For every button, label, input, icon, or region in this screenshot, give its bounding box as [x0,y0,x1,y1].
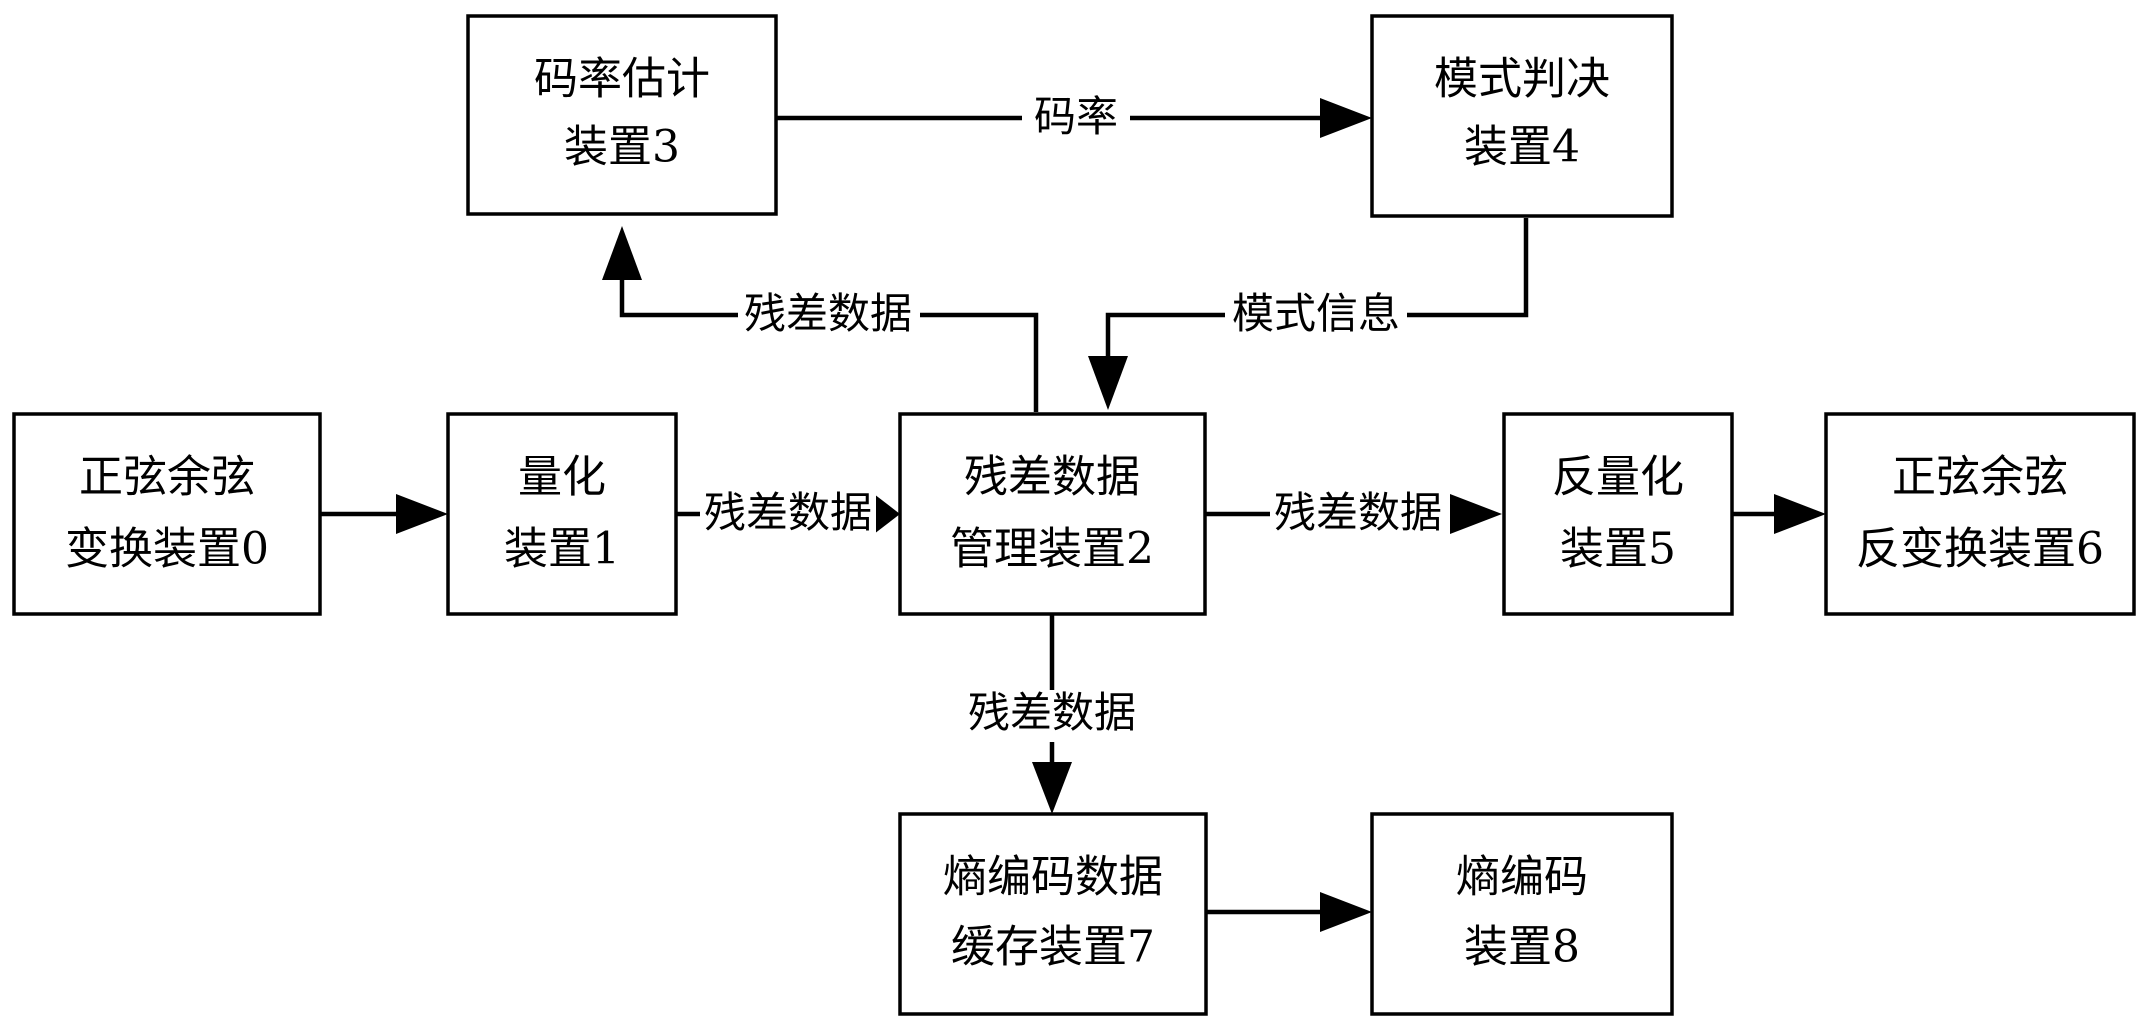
edge-label-residual-to-3: 残差数据 [744,289,912,338]
node-4-line2: 装置4 [1464,122,1580,173]
node-6-inverse-dct: 正弦余弦 反变换装置6 [1824,412,2136,616]
node-5-line2: 装置5 [1560,524,1676,575]
node-8-entropy-coding: 熵编码 装置8 [1370,812,1674,1016]
node-8-line1: 熵编码 [1456,852,1588,903]
node-4-mode-decision: 模式判决 装置4 [1370,14,1674,218]
node-1-line2: 装置1 [504,524,620,575]
node-0-line1: 正弦余弦 [79,452,255,503]
node-5-inverse-quantization: 反量化 装置5 [1502,412,1734,616]
edge-2-to-3-arrowhead [602,226,642,280]
edge-label-residual-1-to-2: 残差数据 [704,488,872,537]
node-2-line2: 管理装置2 [950,524,1154,575]
node-5-line1: 反量化 [1552,452,1684,503]
node-0-line2: 变换装置0 [65,524,269,575]
node-0-dct: 正弦余弦 变换装置0 [12,412,322,616]
edge-7-to-8-arrowhead [1320,892,1372,932]
node-6-line2: 反变换装置6 [1856,524,2104,575]
edge-3-to-4-arrowhead [1320,98,1372,138]
edge-2-to-7-arrowhead [1032,762,1072,814]
node-1-line1: 量化 [518,452,606,503]
node-2-line1: 残差数据 [964,452,1140,503]
node-8-line2: 装置8 [1464,922,1580,973]
node-3-line2: 装置3 [564,122,680,173]
edge-label-residual-2-to-7: 残差数据 [968,688,1136,737]
edge-0-to-1-arrowhead [396,494,448,534]
node-3-bitrate-estimation: 码率估计 装置3 [466,14,778,216]
node-7-line2: 缓存装置7 [951,922,1155,973]
edge-label-mode-info: 模式信息 [1232,289,1400,338]
edge-5-to-6-arrowhead [1774,494,1826,534]
node-1-quantization: 量化 装置1 [446,412,678,616]
edge-1-to-2-arrowhead [874,494,900,534]
edge-4-to-2-arrowhead [1088,356,1128,410]
node-6-line1: 正弦余弦 [1892,452,2068,503]
edge-label-residual-2-to-5: 残差数据 [1274,488,1442,537]
edge-2-to-5-arrowhead [1450,494,1502,534]
node-7-entropy-buffer: 熵编码数据 缓存装置7 [898,812,1208,1016]
node-3-line1: 码率估计 [534,54,710,105]
node-7-line1: 熵编码数据 [943,852,1163,903]
node-2-residual-manager: 残差数据 管理装置2 [898,412,1207,616]
edge-label-bitrate: 码率 [1034,92,1118,141]
node-4-line1: 模式判决 [1434,54,1610,105]
